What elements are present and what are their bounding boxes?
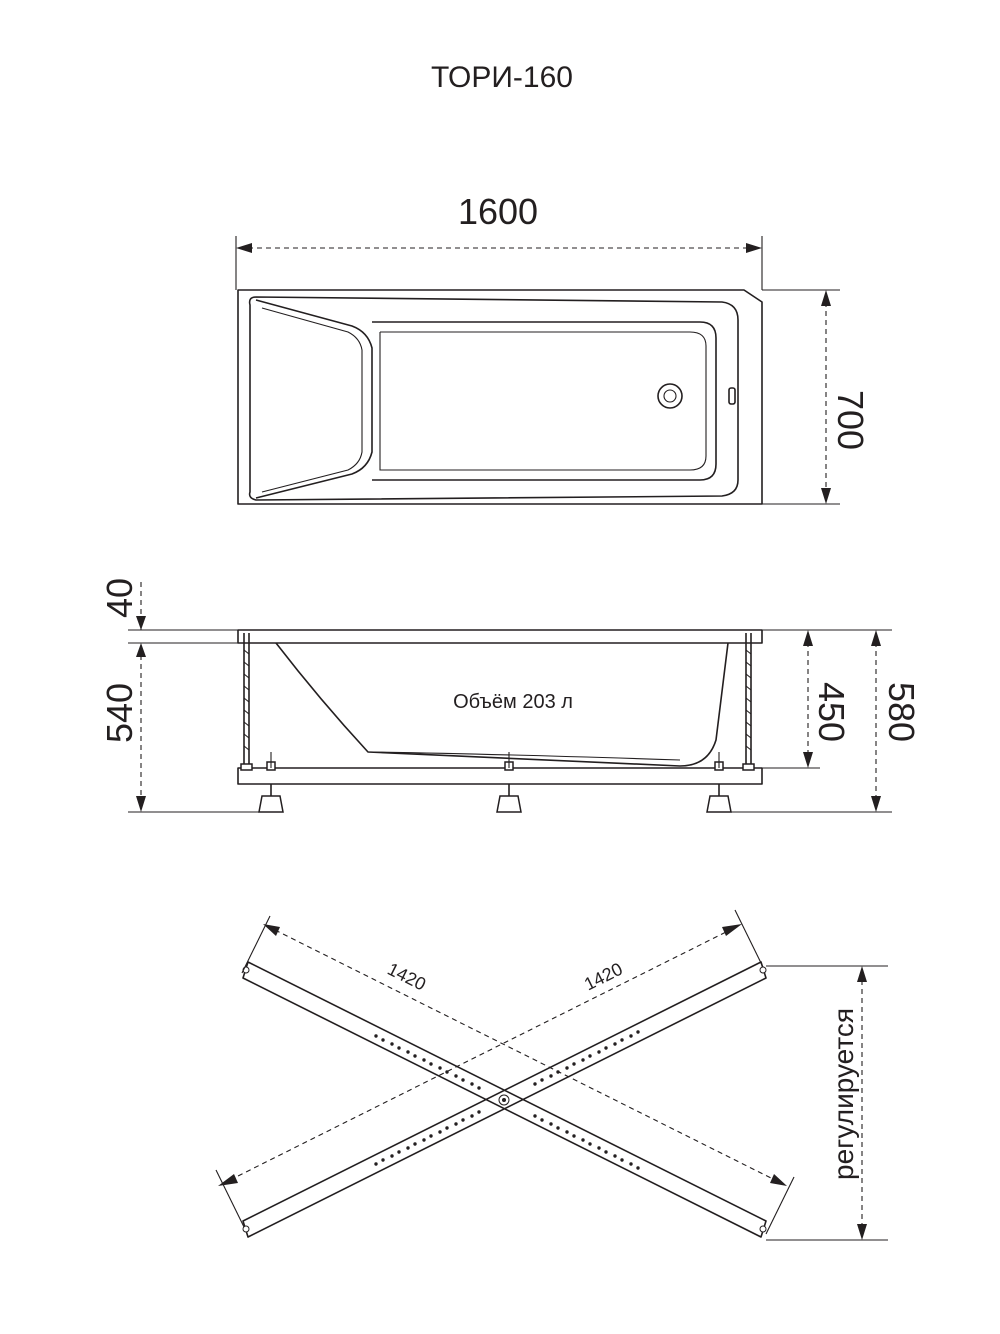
tub-inner-rim (248, 296, 739, 501)
drawing-title: ТОРИ-160 (431, 61, 573, 94)
bar-right-label: 1420 (581, 959, 626, 995)
inner-depth-label: 450 (811, 682, 852, 742)
adjustable-feet (258, 752, 732, 813)
body-height-label: 540 (99, 683, 140, 743)
frame-base-rail (237, 767, 763, 785)
bar-left-dimension-line (274, 929, 776, 1181)
bar-right-dimension-line (229, 929, 731, 1181)
total-height-label: 580 (881, 682, 922, 742)
tub-outer-outline (237, 289, 763, 505)
frame-view: 1420 1420 регулируется (215, 909, 888, 1241)
top-view: 1600 700 (235, 191, 871, 505)
support-rods (240, 633, 755, 771)
tub-body-profile (275, 642, 729, 767)
width-label: 700 (830, 390, 871, 450)
side-view: Объём 203 л 40 540 450 580 (99, 578, 922, 813)
tub-rim-slab (237, 629, 763, 644)
length-label: 1600 (458, 191, 538, 232)
overflow-icon (728, 387, 736, 405)
drain-icon (657, 383, 683, 409)
tub-backrest (255, 299, 373, 499)
frame-adjustment-holes (374, 1030, 640, 1170)
rim-label: 40 (99, 578, 140, 618)
volume-label: Объём 203 л (453, 691, 573, 713)
tub-basin (372, 321, 717, 481)
bar-left-label: 1420 (384, 959, 429, 995)
adjustable-label: регулируется (828, 1008, 859, 1180)
